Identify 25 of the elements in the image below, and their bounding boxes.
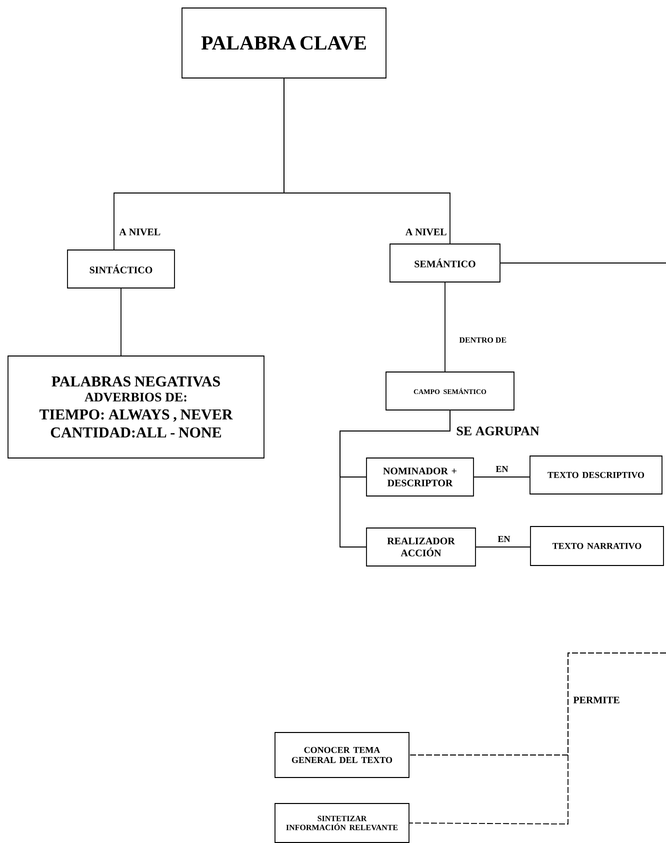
category-box: SINTÁCTICO: [67, 250, 175, 288]
edge-label: DENTRO DE: [458, 336, 508, 344]
connector: [444, 282, 446, 372]
connector: [409, 652, 666, 824]
process-box: REALIZADOR ACCIÓN: [366, 528, 476, 566]
connector: [284, 78, 450, 244]
category-box: SEMÁNTICO: [390, 244, 500, 282]
edge-label: EN: [496, 535, 512, 543]
edge-label: EN: [494, 465, 510, 473]
edge-label: A NIVEL: [404, 228, 448, 236]
content-box: PALABRAS NEGATIVAS ADVERBIOS DE: TIEMPO: ALWAYS , NEVER CANTIDAD:ALL - NONE: [8, 356, 264, 458]
title-box: PALABRA CLAVE: [182, 8, 386, 78]
purpose-box: SINTETIZAR INFORMACIÓN RELEVANTE: [274, 803, 410, 843]
connector: [500, 262, 666, 264]
connector: [120, 288, 122, 356]
edge-label: SE AGRUPAN: [455, 426, 540, 436]
connector: [476, 546, 530, 548]
connector: [474, 476, 530, 478]
edge-label: PERMITE: [572, 696, 621, 704]
edge-label: A NIVEL: [118, 228, 162, 236]
result-box: TEXTO DESCRIPTIVO: [530, 456, 662, 494]
process-box: NOMINADOR + DESCRIPTOR: [366, 458, 474, 496]
connector: [340, 410, 450, 548]
purpose-box: CONOCER TEMA GENERAL DEL TEXTO: [274, 732, 410, 778]
result-box: TEXTO NARRATIVO: [530, 526, 664, 566]
